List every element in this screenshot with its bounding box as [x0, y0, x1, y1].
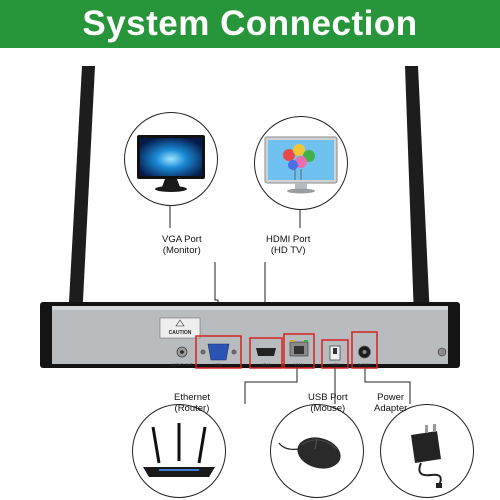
power-label-line1: Power [377, 392, 405, 403]
vga-port-label: VGA [214, 362, 223, 367]
title-banner: System Connection [0, 0, 500, 48]
ethernet-label-line1: Ethernet [174, 392, 210, 403]
usb-label-line2: (Mouse) [310, 403, 346, 414]
ethernet-label-line2: (Router) [174, 403, 210, 414]
vga-label-line1: VGA Port [162, 234, 202, 245]
hdmi-port-icon: HDMI [249, 337, 283, 369]
router-icon [143, 423, 215, 477]
caution-label: CAUTION [159, 317, 201, 339]
power-adapter-icon [411, 424, 442, 488]
usb-port-label: USB [331, 362, 340, 367]
ethernet-callout: Ethernet (Router) [174, 392, 210, 414]
monitor-icon [137, 135, 205, 192]
page-title: System Connection [82, 4, 418, 43]
router-illustration [132, 404, 226, 498]
mouse-illustration [270, 404, 364, 498]
hdmi-port-label: HDMI [261, 362, 271, 367]
power-label-line2: Adapter [374, 403, 408, 414]
power-adapter-callout: Power Adapter [374, 392, 407, 414]
tv-icon [264, 136, 338, 194]
usb-port-callout: USB Port (Mouse) [308, 392, 348, 414]
hdmi-label-line2: (HD TV) [270, 245, 306, 256]
mouse-icon [278, 437, 341, 469]
usb-port-icon: USB [321, 339, 349, 369]
vga-label-line2: (Monitor) [162, 245, 201, 256]
audio-port-icon: AUDIO OUT [171, 346, 194, 367]
dc-port-label: DC12V [358, 362, 371, 367]
hdmi-port-callout: HDMI Port (HD TV) [266, 234, 310, 256]
caution-text: CAUTION [169, 330, 192, 336]
antenna-right-icon [404, 66, 440, 332]
antenna-left-icon [58, 66, 95, 335]
wan-port-label: WAN [294, 362, 303, 367]
power-adapter-illustration [380, 404, 474, 498]
screw-icon [437, 347, 447, 357]
vga-port-callout: VGA Port (Monitor) [162, 234, 202, 256]
hdmi-label-line1: HDMI Port [266, 234, 311, 245]
power-port-icon: DC12V [351, 331, 378, 369]
monitor-illustration [124, 112, 218, 206]
audio-port-label: AUDIO OUT [171, 362, 194, 367]
usb-label-line1: USB Port [308, 392, 348, 403]
vga-port-icon: VGA [195, 335, 242, 369]
ethernet-port-icon: WAN [283, 333, 315, 369]
tv-illustration [254, 116, 348, 210]
